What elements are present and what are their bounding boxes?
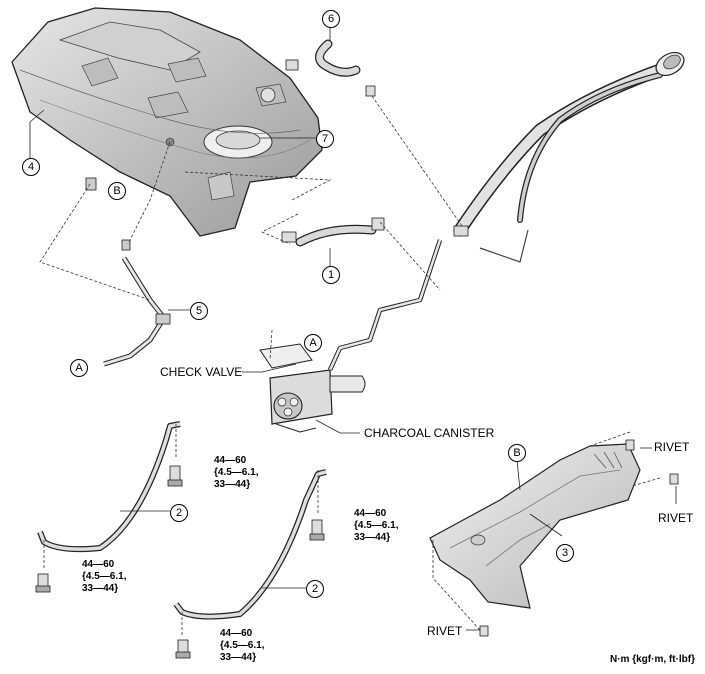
torque-spec: 44—60 {4.5—6.1, 33—44} [82, 559, 126, 595]
callout-7: 7 [316, 130, 334, 148]
callout-1: 1 [322, 266, 340, 284]
torque-line: {4.5—6.1, [220, 640, 265, 651]
torque-line: 44—60 [354, 508, 387, 519]
label-rivet-bottom: RIVET [427, 624, 463, 638]
fuel-filler-pipe [453, 51, 685, 263]
label-rivet-top: RIVET [654, 440, 690, 454]
torque-spec: 44—60 {4.5—6.1, 33—44} [214, 455, 258, 491]
callout-3: 3 [556, 544, 574, 562]
charcoal-canister [259, 343, 366, 433]
label-rivet-right: RIVET [658, 511, 694, 525]
torque-line: {4.5—6.1, [82, 571, 127, 582]
ref-a-pipe: A [70, 359, 88, 377]
torque-line: 44—60 [82, 559, 115, 570]
ref-b-tank: B [108, 182, 126, 200]
torque-line: 33—44} [214, 479, 251, 490]
torque-line: 44—60 [214, 455, 247, 466]
callout-2-left: 2 [170, 504, 188, 522]
evap-line [327, 239, 443, 371]
fasteners [35, 439, 679, 659]
torque-line: {4.5—6.1, [214, 467, 259, 478]
callout-5: 5 [190, 302, 208, 320]
callout-4: 4 [22, 158, 40, 176]
torque-spec: 44—60 {4.5—6.1, 33—44} [220, 628, 264, 664]
fuel-tank [11, 7, 323, 237]
torque-line: 44—60 [220, 628, 253, 639]
vent-pipe-5 [85, 177, 171, 367]
label-check-valve: CHECK VALVE [160, 365, 243, 379]
hose-6 [285, 39, 376, 97]
callout-2-right: 2 [306, 580, 324, 598]
torque-line: 33—44} [354, 532, 391, 543]
guide-lines [39, 95, 661, 636]
ref-b-guard: B [508, 444, 526, 462]
fuel-tank-straps [37, 421, 327, 620]
label-charcoal-canister: CHARCOAL CANISTER [364, 426, 495, 440]
units-note: N·m {kgf·m, ft·lbf} [610, 654, 695, 665]
callout-6: 6 [322, 10, 340, 28]
torque-spec: 44—60 {4.5—6.1, 33—44} [354, 508, 398, 544]
torque-line: {4.5—6.1, [354, 520, 399, 531]
ref-a-canister: A [304, 334, 322, 352]
torque-line: 33—44} [220, 652, 257, 663]
hose-1 [281, 217, 385, 247]
torque-line: 33—44} [82, 583, 119, 594]
leader-lines [29, 26, 677, 631]
fuel-tank-guard [429, 443, 641, 609]
